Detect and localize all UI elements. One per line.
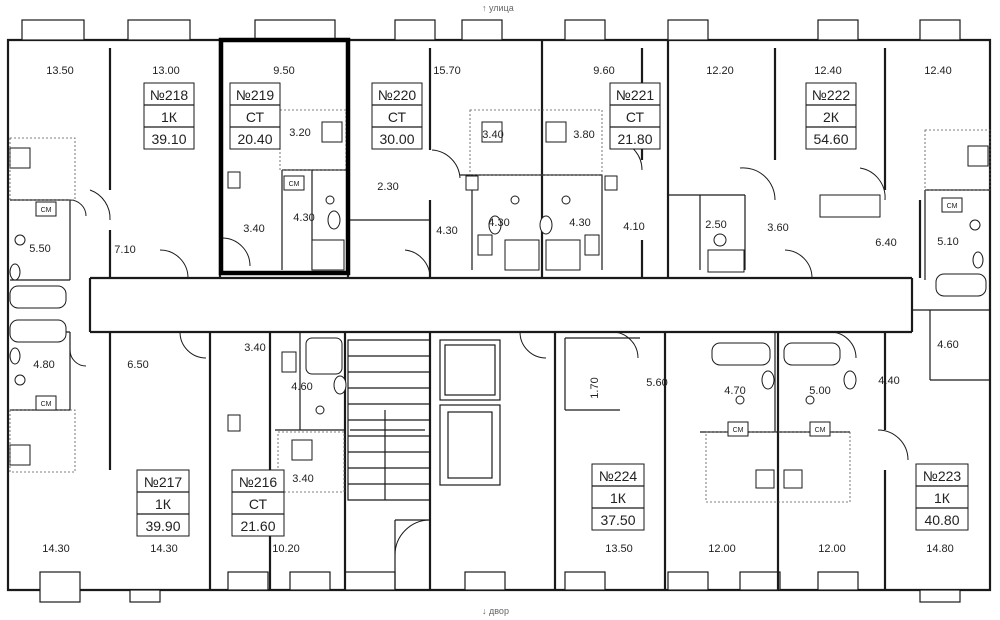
room-area: 4.30 (293, 212, 314, 224)
room-area: 4.80 (33, 359, 54, 371)
staircase (347, 339, 431, 501)
room-area: 3.60 (767, 222, 788, 234)
room-area: 6.40 (875, 237, 896, 249)
apartment-label-219[interactable]: №219 СТ 20.40 (229, 82, 281, 150)
room-area: 4.40 (878, 375, 899, 387)
apartment-number: №222 (812, 87, 851, 103)
apartment-label-216[interactable]: №216 СТ 21.60 (231, 469, 285, 537)
room-area: 6.50 (127, 359, 148, 371)
street-direction-label: ↑ улица (482, 3, 514, 13)
apartment-label-223[interactable]: №223 1К 40.80 (915, 463, 969, 531)
apartment-area: 54.60 (813, 131, 848, 147)
room-area: 2.30 (377, 181, 398, 193)
apartment-label-220[interactable]: №220 СТ 30.00 (371, 82, 423, 150)
apartment-label-218[interactable]: №218 1К 39.10 (143, 82, 195, 150)
room-area: 4.30 (488, 217, 509, 229)
apartment-area: 37.50 (600, 512, 635, 528)
room-area: 13.00 (152, 65, 180, 77)
windows-bottom (39, 571, 961, 603)
apartment-number: №217 (144, 474, 183, 490)
room-area: 7.10 (114, 244, 135, 256)
room-area: 3.40 (244, 342, 265, 354)
room-area: 2.50 (705, 219, 726, 231)
room-area: 12.00 (708, 543, 736, 555)
apartment-type: СТ (249, 496, 268, 512)
washer-label: СМ (947, 203, 958, 210)
room-area-labels: 13.50 13.00 9.50 15.70 9.60 12.20 12.40 … (29, 65, 958, 555)
washer-label: СМ (41, 401, 52, 408)
room-area: 3.80 (573, 129, 594, 141)
room-area: 4.30 (436, 225, 457, 237)
selected-apartment-outline (218, 37, 351, 276)
apartment-type: СТ (626, 109, 645, 125)
apartment-type: СТ (388, 109, 407, 125)
apartment-area: 20.40 (237, 131, 272, 147)
building-walls (6, 19, 992, 603)
room-area: 4.60 (937, 339, 958, 351)
apartment-labels[interactable]: №218 1К 39.10 №219 СТ 20.40 №220 СТ 30.0… (136, 82, 969, 537)
apartment-area: 40.80 (924, 512, 959, 528)
apartment-area: 39.90 (145, 518, 180, 534)
apartment-label-221[interactable]: №221 СТ 21.80 (609, 82, 661, 150)
room-area: 9.60 (593, 65, 614, 77)
room-area: 3.40 (482, 129, 503, 141)
plumbing-fixtures (9, 109, 991, 503)
apartment-type: 1К (155, 496, 172, 512)
apartment-type: СТ (246, 109, 265, 125)
room-area: 10.20 (272, 543, 300, 555)
room-area: 5.60 (646, 377, 667, 389)
apartment-number: №216 (239, 474, 278, 490)
room-area: 4.10 (623, 221, 644, 233)
room-area: 5.10 (937, 236, 958, 248)
room-area: 12.00 (818, 543, 846, 555)
room-area: 13.50 (605, 543, 633, 555)
room-area: 12.40 (924, 65, 952, 77)
room-area: 3.40 (243, 223, 264, 235)
room-area: 3.40 (292, 473, 313, 485)
windows-top (21, 19, 961, 41)
room-area: 15.70 (433, 65, 461, 77)
room-area: 13.50 (46, 65, 74, 77)
apartment-number: №224 (599, 468, 638, 484)
apartment-label-224[interactable]: №224 1К 37.50 (591, 463, 645, 531)
yard-direction-label: ↓ двор (482, 606, 509, 616)
washer-labels: СМ СМ СМ СМ СМ СМ (41, 181, 958, 434)
washer-label: СМ (41, 207, 52, 214)
washer-label: СМ (815, 427, 826, 434)
apartment-area: 21.80 (617, 131, 652, 147)
apartment-label-222[interactable]: №222 2К 54.60 (805, 82, 857, 150)
room-area: 5.00 (809, 385, 830, 397)
room-area: 4.60 (291, 381, 312, 393)
room-area: 12.40 (814, 65, 842, 77)
apartment-type: 1К (161, 109, 178, 125)
room-area: 14.80 (926, 543, 954, 555)
room-area: 12.20 (706, 65, 734, 77)
elevator-shafts (439, 339, 501, 486)
room-area: 1.70 (589, 377, 601, 398)
apartment-area: 30.00 (379, 131, 414, 147)
apartment-area: 21.60 (240, 518, 275, 534)
room-area: 14.30 (42, 543, 70, 555)
room-area: 14.30 (150, 543, 178, 555)
room-area: 3.20 (289, 127, 310, 139)
apartment-number: №221 (616, 87, 655, 103)
apartment-type: 2К (823, 109, 840, 125)
apartment-number: №220 (378, 87, 417, 103)
washer-label: СМ (733, 427, 744, 434)
room-area: 4.70 (724, 385, 745, 397)
apartment-number: №218 (150, 87, 189, 103)
apartment-type: 1К (610, 490, 627, 506)
apartment-number: №219 (236, 87, 275, 103)
washer-label: СМ (289, 181, 300, 188)
apartment-type: 1К (934, 490, 951, 506)
apartment-area: 39.10 (151, 131, 186, 147)
room-area: 5.50 (29, 243, 50, 255)
apartment-number: №223 (923, 468, 962, 484)
room-area: 9.50 (273, 65, 294, 77)
apartment-label-217[interactable]: №217 1К 39.90 (136, 469, 190, 537)
room-area: 4.30 (569, 217, 590, 229)
